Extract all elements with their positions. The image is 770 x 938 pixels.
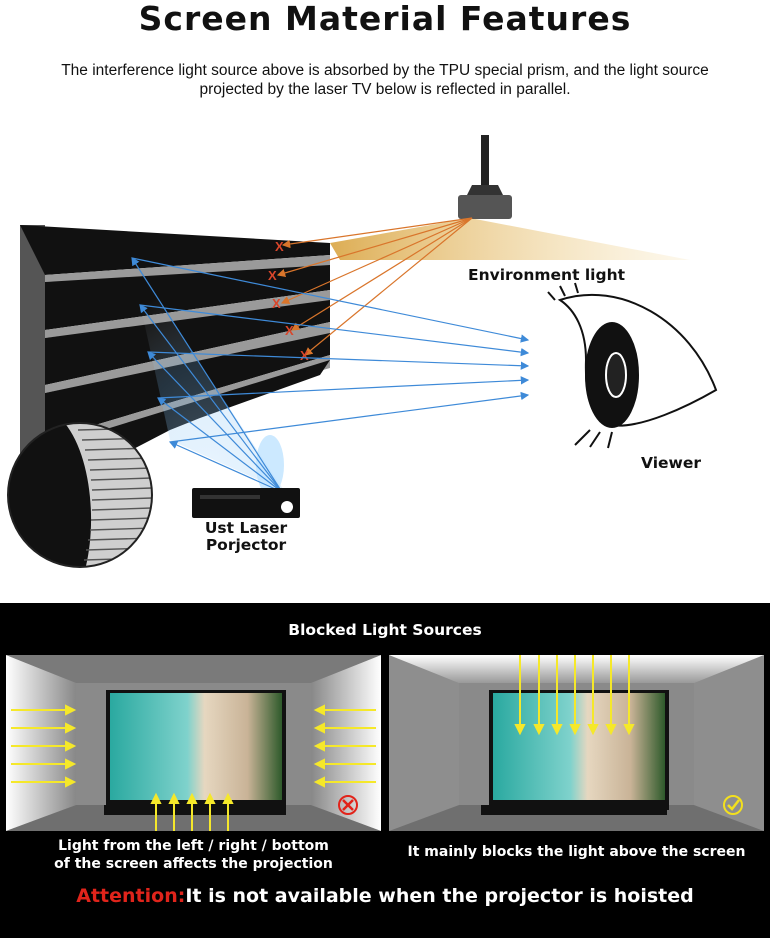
environment-light-label: Environment light — [468, 266, 626, 284]
room-top-light — [389, 655, 764, 831]
room-side-light — [6, 655, 381, 831]
side-light-caption-line1: Light from the left / right / bottom — [58, 838, 329, 854]
environment-light-beam — [330, 218, 690, 260]
blocked-light-section: Blocked Light Sources — [0, 603, 770, 938]
attention-text: It is not available when the projector i… — [185, 885, 694, 907]
projector-label-line1: Ust Laser — [204, 519, 288, 537]
page-title: Screen Material Features — [138, 0, 632, 38]
prism-screen — [20, 225, 330, 495]
top-light-caption: It mainly blocks the light above the scr… — [407, 844, 746, 860]
screen-material-diagram: X X X X X — [7, 135, 718, 568]
side-light-caption: Light from the left / right / bottom of … — [6, 837, 381, 873]
check-circle-icon — [723, 795, 743, 815]
attention-lead: Attention: — [76, 885, 186, 907]
magnified-prism-detail — [7, 422, 153, 568]
viewer-label: Viewer — [641, 454, 702, 472]
page-description: The interference light source above is a… — [61, 62, 709, 98]
svg-text:X: X — [300, 348, 309, 363]
attention-note: Attention:It is not available when the p… — [0, 885, 770, 907]
eye-icon — [547, 282, 718, 449]
absorbed-rays — [276, 217, 473, 356]
svg-text:X: X — [275, 239, 284, 254]
laser-projector-icon — [192, 488, 300, 518]
svg-text:X: X — [272, 296, 281, 311]
reflected-rays — [131, 257, 530, 443]
absorbed-markers: X X X X X — [268, 239, 309, 363]
projector-label-line2: Porjector — [205, 536, 287, 554]
x-circle-icon — [338, 795, 358, 815]
projected-rays — [131, 256, 283, 493]
svg-text:X: X — [285, 323, 294, 338]
svg-text:X: X — [268, 268, 277, 283]
side-light-caption-line2: of the screen affects the projection — [54, 856, 333, 872]
ceiling-light-icon — [458, 135, 512, 219]
blocked-section-title: Blocked Light Sources — [288, 621, 482, 639]
projector-label: Ust Laser Porjector — [196, 520, 296, 554]
